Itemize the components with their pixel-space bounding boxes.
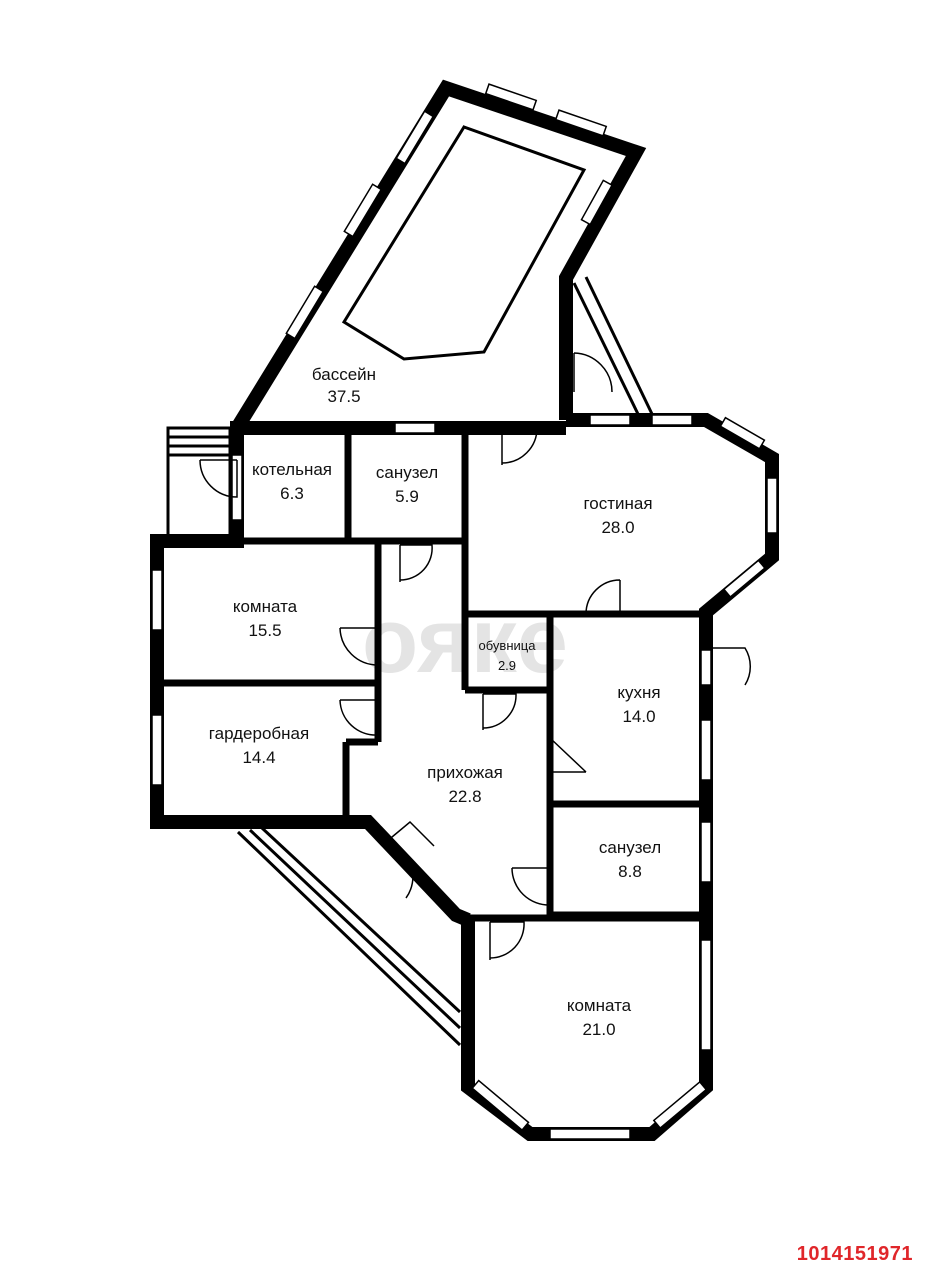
room-name-shoe-closet: обувница [479, 638, 537, 653]
listing-id: 1014151971 [796, 1243, 913, 1265]
room-labels: бассейн 37.5 котельная 6.3 санузел 5.9 г… [209, 365, 661, 1039]
room-name-boiler: котельная [252, 460, 332, 479]
room-name-bathroom-2: санузел [599, 838, 661, 857]
room-area-boiler: 6.3 [280, 484, 304, 503]
room-area-bathroom-1: 5.9 [395, 487, 419, 506]
doors [199, 352, 752, 960]
room-name-living: гостиная [583, 494, 652, 513]
room-area-living: 28.0 [601, 518, 634, 537]
room-name-kitchen: кухня [617, 683, 660, 702]
room-area-kitchen: 14.0 [622, 707, 655, 726]
terrace-lines [166, 276, 654, 1047]
room-area-bathroom-2: 8.8 [618, 862, 642, 881]
room-area-bedroom-2: 21.0 [582, 1020, 615, 1039]
room-name-wardrobe: гардеробная [209, 724, 309, 743]
room-area-shoe-closet: 2.9 [498, 658, 516, 673]
room-name-pool: бассейн [312, 365, 376, 384]
room-name-hallway: прихожая [427, 763, 503, 782]
room-area-bedroom-1: 15.5 [248, 621, 281, 640]
windows [151, 83, 778, 1140]
room-area-pool: 37.5 [327, 387, 360, 406]
room-area-hallway: 22.8 [448, 787, 481, 806]
room-name-bathroom-1: санузел [376, 463, 438, 482]
room-name-bedroom-1: комната [233, 597, 298, 616]
pool-basin [341, 125, 587, 361]
room-area-wardrobe: 14.4 [242, 748, 275, 767]
room-name-bedroom-2: комната [567, 996, 632, 1015]
